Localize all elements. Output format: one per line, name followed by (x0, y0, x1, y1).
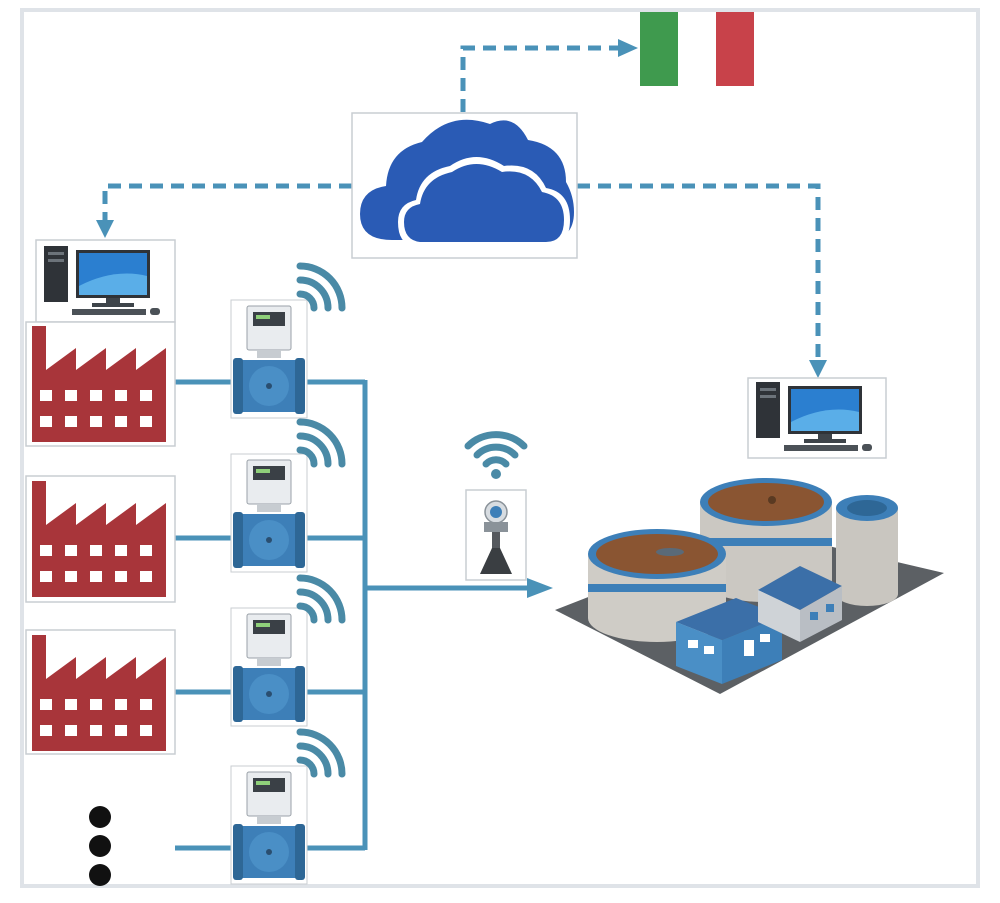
computer-right-node (747, 377, 887, 459)
flowmeter-icon (230, 453, 308, 573)
wastewater-treatment-plant-icon (555, 478, 944, 694)
link-cloud-to-computer-right (577, 183, 821, 360)
arrowhead-computer-right (809, 360, 827, 378)
factory-3-node (25, 629, 176, 755)
wifi-dot (491, 469, 501, 479)
factory-1-node (25, 321, 176, 447)
flowmeter-icon (230, 765, 308, 885)
cloud-links (102, 45, 821, 360)
level-sensor-node (464, 431, 528, 581)
link-cloud-to-flag (460, 45, 620, 112)
arrowhead-computer-left (96, 220, 114, 238)
italy-flag-icon (640, 12, 754, 86)
arrowhead-plant (527, 578, 553, 598)
more-sources-icon (89, 806, 111, 886)
arrowhead-flag (618, 39, 638, 57)
computer-left-node (35, 239, 176, 323)
factory-2-node (25, 475, 176, 603)
wifi-icon (464, 431, 528, 468)
flowmeter-icon (230, 607, 308, 727)
cloud-node (351, 112, 578, 259)
radar-level-sensor-icon (480, 500, 512, 574)
flowmeter-icon (230, 299, 308, 419)
arrowheads (96, 39, 827, 378)
